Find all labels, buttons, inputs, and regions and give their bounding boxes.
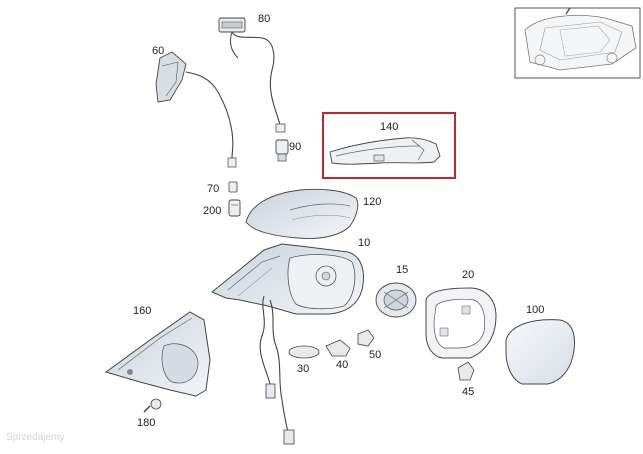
part-160-lower-cover <box>104 311 211 397</box>
part-15-mirror-motor <box>375 282 417 318</box>
label-160: 160 <box>133 305 152 317</box>
part-100-mirror-glass <box>505 319 575 385</box>
label-100: 100 <box>526 304 545 316</box>
label-10: 10 <box>358 237 371 249</box>
part-80-wiring-harness <box>218 17 286 133</box>
part-60-bracket <box>155 51 237 168</box>
label-180: 180 <box>137 417 156 429</box>
label-70: 70 <box>207 183 220 195</box>
label-120: 120 <box>363 196 382 208</box>
part-30-puddle-light <box>288 345 320 359</box>
part-50-lock-clip <box>357 329 375 347</box>
label-15: 15 <box>396 264 409 276</box>
part-200-plug <box>228 199 241 217</box>
part-70-clip <box>228 181 238 193</box>
part-45-retainer <box>457 361 475 381</box>
vehicle-thumbnail <box>514 7 641 79</box>
part-20-mirror-frame <box>425 287 497 359</box>
label-50: 50 <box>369 349 382 361</box>
label-20: 20 <box>462 269 475 281</box>
label-45: 45 <box>462 386 475 398</box>
highlight-box-140 <box>322 112 456 179</box>
label-200: 200 <box>203 205 222 217</box>
label-90: 90 <box>289 141 302 153</box>
label-60: 60 <box>152 45 165 57</box>
part-10-mirror-housing <box>211 243 364 445</box>
label-30: 30 <box>297 363 310 375</box>
part-90-connector <box>275 139 289 162</box>
part-140-turn-signal <box>329 137 441 165</box>
part-40-sensor <box>325 339 351 357</box>
label-40: 40 <box>336 359 349 371</box>
label-140: 140 <box>380 121 399 133</box>
watermark: Sprzedajemy <box>6 432 65 443</box>
label-80: 80 <box>258 13 271 25</box>
part-120-mirror-cap <box>245 188 359 239</box>
part-180-screw <box>143 398 162 413</box>
